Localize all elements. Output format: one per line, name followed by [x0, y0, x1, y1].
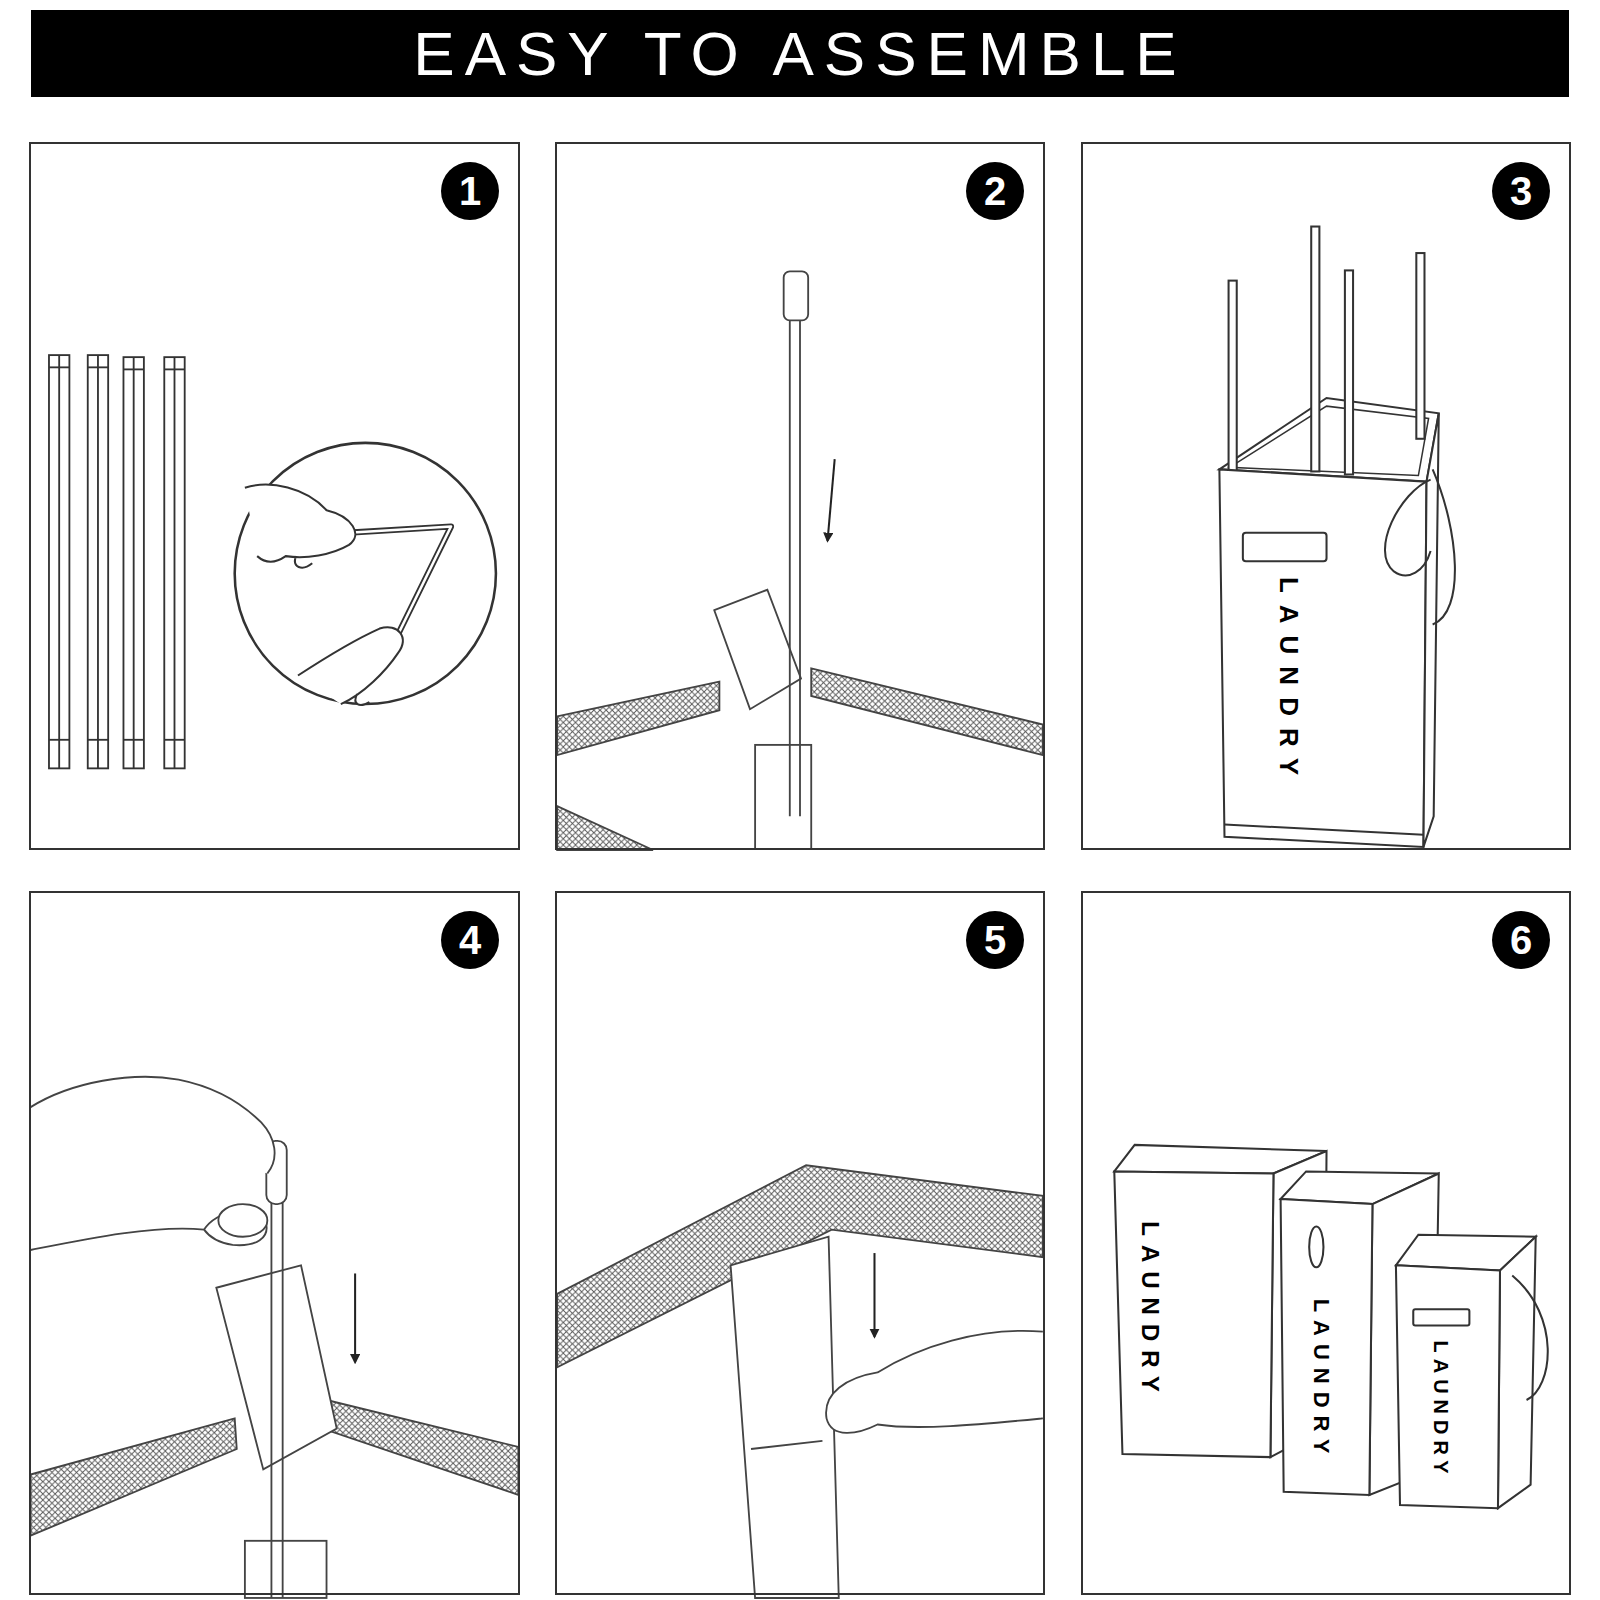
title-text: EASY TO ASSEMBLE	[413, 18, 1186, 89]
step-number: 2	[984, 171, 1006, 211]
step-panel: 3	[1081, 142, 1571, 850]
step-badge: 5	[966, 911, 1024, 969]
magnifier-detail	[235, 443, 496, 705]
title-band: EASY TO ASSEMBLE	[31, 10, 1569, 97]
step-panel: 4	[29, 891, 520, 1595]
step2-drawing	[557, 271, 1043, 850]
step-panel: 2	[555, 142, 1045, 850]
step-badge: 1	[441, 162, 499, 220]
step4-drawing	[31, 1077, 519, 1598]
baskets	[1114, 1145, 1547, 1508]
step-number: 6	[1510, 920, 1532, 960]
step-panel: 1	[29, 142, 520, 850]
rods	[49, 355, 185, 768]
basket-with-rods	[1219, 227, 1455, 847]
step-panel: 5	[555, 891, 1045, 1595]
step-number: 5	[984, 920, 1006, 960]
step-badge: 2	[966, 162, 1024, 220]
step-number: 3	[1510, 171, 1532, 211]
basket-label: LAUNDRY	[1430, 1338, 1451, 1481]
step-badge: 3	[1492, 162, 1550, 220]
step-number: 1	[459, 171, 481, 211]
basket-label: LAUNDRY	[1137, 1219, 1162, 1402]
step5-drawing	[557, 1165, 1043, 1598]
basket-label: LAUNDRY	[1274, 575, 1301, 789]
step-badge: 4	[441, 911, 499, 969]
step-number: 4	[459, 920, 481, 960]
step-badge: 6	[1492, 911, 1550, 969]
basket-label: LAUNDRY	[1309, 1297, 1332, 1464]
